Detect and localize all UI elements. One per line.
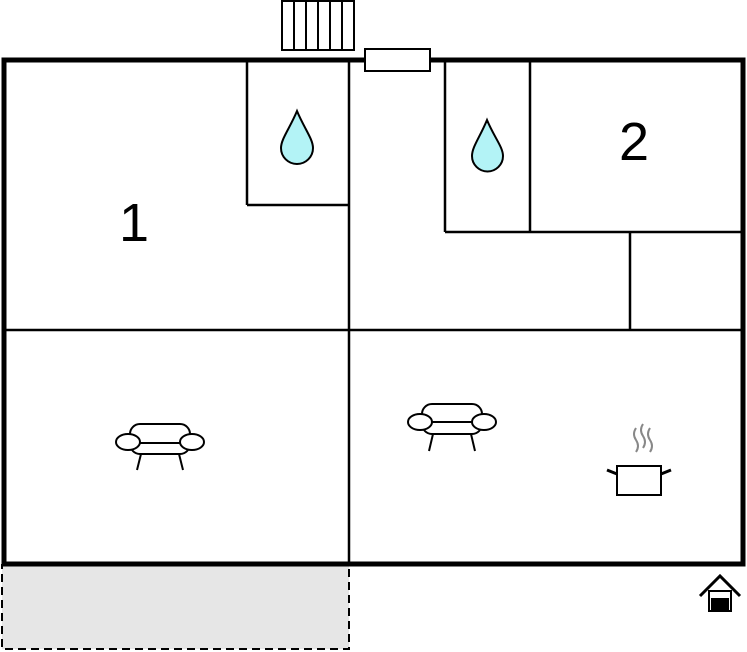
cooking-pot-icon	[606, 423, 672, 496]
entrance-icon	[698, 573, 742, 612]
interior-walls	[6, 62, 741, 563]
terrace	[1, 564, 350, 650]
room-number-1: 1	[119, 193, 149, 253]
sofa-icon	[115, 423, 205, 471]
window-icon	[364, 48, 431, 72]
room-number-2: 2	[619, 112, 649, 172]
radiator-icon	[281, 0, 355, 51]
water-drop-icon	[279, 108, 315, 165]
sofa-icon	[407, 403, 497, 452]
water-drop-icon	[470, 117, 505, 173]
